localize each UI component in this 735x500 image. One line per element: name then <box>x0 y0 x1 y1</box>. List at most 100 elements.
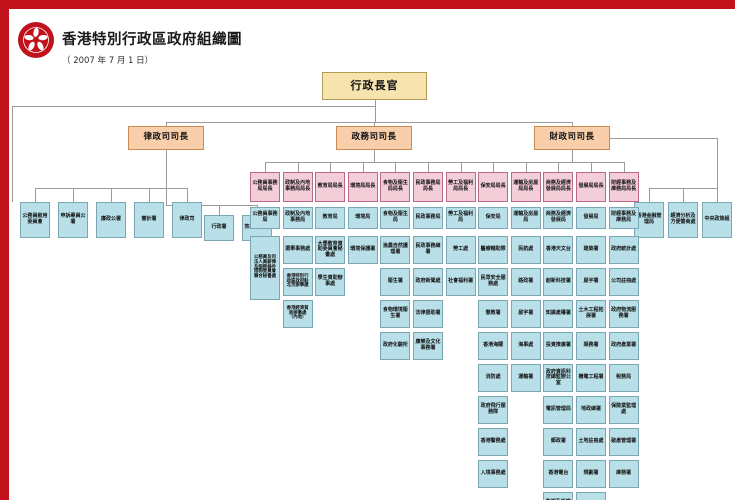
department-1-0[interactable]: 選舉事務處 <box>282 236 313 264</box>
department-5-2[interactable]: 法律援助署 <box>413 300 443 328</box>
bureau-secretary-8[interactable]: 運輸及房屋局局長 <box>510 172 541 202</box>
secretary-box-1[interactable]: 政務司司長 <box>336 126 412 150</box>
fs-direct-unit-0[interactable]: 香港金融管理局 <box>634 202 664 238</box>
bureau-secretary-3[interactable]: 環境局局長 <box>347 172 378 202</box>
department-11-5[interactable]: 保險業監理處 <box>608 396 639 424</box>
bureau-secretary-11[interactable]: 財經事務及庫務局局長 <box>608 172 639 202</box>
department-7-2[interactable]: 懲教署 <box>478 300 509 328</box>
department-10-2[interactable]: 土木工程拓展署 <box>576 300 606 328</box>
bureau-box-10[interactable]: 發展局 <box>576 207 606 229</box>
department-7-1[interactable]: 民眾安全服務處 <box>478 268 509 296</box>
independent-body-1[interactable]: 申訴專員公署 <box>58 202 88 238</box>
department-6-1[interactable]: 社會福利署 <box>445 268 476 296</box>
bureau-box-4[interactable]: 食物及衞生局 <box>380 207 411 229</box>
bureau-box-9[interactable]: 商務及經濟發展局 <box>543 207 574 229</box>
bureau-box-7[interactable]: 保安局 <box>478 207 509 229</box>
chief-executive-box[interactable]: 行政長官 <box>322 72 427 100</box>
fs-direct-unit-2[interactable]: 中央政策組 <box>702 202 732 238</box>
department-9-5[interactable]: 電訊管理局 <box>543 396 574 424</box>
bureau-secretary-7[interactable]: 保安局局長 <box>478 172 509 202</box>
independent-body-0[interactable]: 公務員敍用委員會 <box>20 202 50 238</box>
department-9-4[interactable]: 政府資訊科技總監辦公室 <box>543 364 574 392</box>
department-1-2[interactable]: 香港經濟貿易辦事處（內地） <box>282 300 313 328</box>
bureau-box-3[interactable]: 環境局 <box>347 207 378 229</box>
bureau-box-2[interactable]: 教育局 <box>315 207 346 229</box>
department-7-0[interactable]: 醫療輔助隊 <box>478 236 509 264</box>
department-9-2[interactable]: 知識產權署 <box>543 300 574 328</box>
department-8-0[interactable]: 民航處 <box>510 236 541 264</box>
bureau-secretary-10[interactable]: 發展局局長 <box>576 172 606 202</box>
department-7-6[interactable]: 香港警務處 <box>478 428 509 456</box>
bureau-secretary-1-label: 政制及內地事務局局長 <box>285 180 311 192</box>
department-11-6[interactable]: 破產管理署 <box>608 428 639 456</box>
department-11-3[interactable]: 政府產業署 <box>608 332 639 360</box>
department-8-4[interactable]: 運輸署 <box>510 364 541 392</box>
department-11-6-label: 破產管理署 <box>611 438 637 445</box>
independent-body-2[interactable]: 廉政公署 <box>96 202 126 238</box>
bureau-secretary-4[interactable]: 食物及衞生局局長 <box>380 172 411 202</box>
department-10-8[interactable]: 水務署 <box>576 492 606 500</box>
department-9-7[interactable]: 香港電台 <box>543 460 574 488</box>
department-0-0[interactable]: 公務員及司法人員薪俸及服務條件諮詢委員會聯合秘書處 <box>250 236 280 300</box>
department-11-7[interactable]: 庫務署 <box>608 460 639 488</box>
department-4-0[interactable]: 漁農自然護理署 <box>380 236 411 264</box>
independent-body-3[interactable]: 審計署 <box>134 202 164 238</box>
secretary-box-2[interactable]: 財政司司長 <box>534 126 610 150</box>
department-10-5[interactable]: 地政總署 <box>576 396 606 424</box>
bureau-box-11[interactable]: 財經事務及庫務局 <box>608 207 639 229</box>
department-9-0[interactable]: 香港天文台 <box>543 236 574 264</box>
bureau-secretary-0[interactable]: 公務員事務局局長 <box>250 172 280 202</box>
department-7-4[interactable]: 消防處 <box>478 364 509 392</box>
department-9-1[interactable]: 創新科技署 <box>543 268 574 296</box>
department-7-7[interactable]: 入境事務處 <box>478 460 509 488</box>
department-10-1[interactable]: 屋宇署 <box>576 268 606 296</box>
department-11-1[interactable]: 公司註冊處 <box>608 268 639 296</box>
bureau-box-0[interactable]: 公務員事務局 <box>250 207 280 229</box>
department-4-3[interactable]: 政府化驗所 <box>380 332 411 360</box>
connector-h <box>12 106 375 107</box>
independent-body-4[interactable]: 律政司 <box>172 202 202 238</box>
bureau-secretary-5[interactable]: 民政事務局局長 <box>413 172 443 202</box>
bureau-secretary-6[interactable]: 勞工及福利局局長 <box>445 172 476 202</box>
department-5-0[interactable]: 民政事務總署 <box>413 236 443 264</box>
department-10-6[interactable]: 土地註冊處 <box>576 428 606 456</box>
cs-direct-unit-0[interactable]: 行政署 <box>204 215 234 241</box>
department-9-2-label: 知識產權署 <box>545 310 571 317</box>
department-2-1[interactable]: 學生資助辦事處 <box>315 268 346 296</box>
department-5-3[interactable]: 康樂及文化事務署 <box>413 332 443 360</box>
department-1-1[interactable]: 香港特別行政區政府駐北京辦事處 <box>282 268 313 296</box>
department-9-6[interactable]: 郵政署 <box>543 428 574 456</box>
bureau-secretary-2[interactable]: 教育局局長 <box>315 172 346 202</box>
department-10-7[interactable]: 規劃署 <box>576 460 606 488</box>
secretary-box-0[interactable]: 律政司司長 <box>128 126 204 150</box>
department-8-1-label: 路政署 <box>518 278 534 285</box>
bureau-box-6[interactable]: 勞工及福利局 <box>445 207 476 229</box>
department-3-0[interactable]: 環境保護署 <box>347 236 378 264</box>
top-red-bar <box>0 0 735 9</box>
department-9-3[interactable]: 投資推廣署 <box>543 332 574 360</box>
department-8-2[interactable]: 屋宇署 <box>510 300 541 328</box>
bureau-secretary-1[interactable]: 政制及內地事務局局長 <box>282 172 313 202</box>
bureau-box-5[interactable]: 民政事務局 <box>413 207 443 229</box>
department-10-3[interactable]: 渠務署 <box>576 332 606 360</box>
department-9-8[interactable]: 影視及娛樂事務管理處 <box>543 492 574 500</box>
department-7-3[interactable]: 香港海關 <box>478 332 509 360</box>
department-6-0[interactable]: 勞工處 <box>445 236 476 264</box>
left-red-bar <box>0 0 9 500</box>
department-2-0[interactable]: 大學教育資助委員會秘書處 <box>315 236 346 264</box>
department-11-4[interactable]: 稅務局 <box>608 364 639 392</box>
department-10-4[interactable]: 機電工程署 <box>576 364 606 392</box>
bureau-box-8[interactable]: 運輸及房屋局 <box>510 207 541 229</box>
department-7-5[interactable]: 政府飛行服務隊 <box>478 396 509 424</box>
department-11-2[interactable]: 政府物流服務署 <box>608 300 639 328</box>
department-4-1[interactable]: 衞生署 <box>380 268 411 296</box>
bureau-secretary-9[interactable]: 商務及經濟發展局局長 <box>543 172 574 202</box>
department-8-3[interactable]: 海事處 <box>510 332 541 360</box>
department-4-2[interactable]: 食物環境衞生署 <box>380 300 411 328</box>
department-5-1[interactable]: 政府新聞處 <box>413 268 443 296</box>
department-10-0[interactable]: 建築署 <box>576 236 606 264</box>
bureau-box-1[interactable]: 政制及內地事務局 <box>282 207 313 229</box>
department-11-0[interactable]: 政府統計處 <box>608 236 639 264</box>
fs-direct-unit-1[interactable]: 經濟分析及方便營商處 <box>668 202 698 238</box>
department-8-1[interactable]: 路政署 <box>510 268 541 296</box>
